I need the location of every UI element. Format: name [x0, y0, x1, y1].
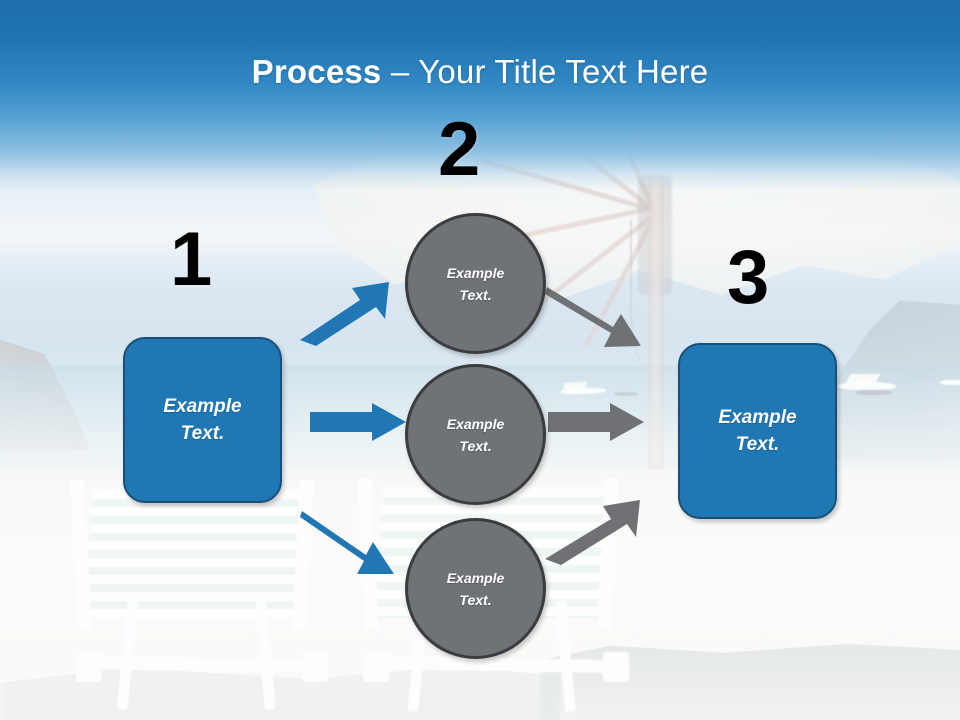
end-process-box[interactable]: Example Text.: [678, 343, 837, 519]
circle-1-line-1: Example: [446, 264, 505, 281]
start-process-box[interactable]: Example Text.: [123, 337, 282, 503]
page-title-rest: – Your Title Text Here: [381, 53, 709, 90]
arrow-start-to-circle-3: [300, 511, 394, 574]
page-title: Process – Your Title Text Here: [0, 52, 960, 92]
chair-backrest: [81, 488, 310, 620]
middle-circle-2-label: Example Text.: [447, 413, 505, 457]
middle-circle-1[interactable]: Example Text.: [405, 213, 546, 354]
start-box-line-1: Example: [163, 396, 242, 417]
chair-rail: [366, 655, 618, 674]
arrow-circle-1-to-end: [545, 287, 641, 347]
arrow-circle-3-to-end: [545, 500, 640, 565]
middle-circle-3-label: Example Text.: [447, 567, 505, 611]
page-title-bold: Process: [251, 53, 382, 90]
step-number-2: 2: [438, 107, 481, 192]
end-box-line-2: Text.: [735, 434, 780, 455]
title-gradient-band: [0, 0, 960, 190]
arrow-start-to-circle-2: [310, 403, 406, 441]
end-box-line-1: Example: [718, 407, 797, 428]
step-number-1: 1: [170, 217, 213, 302]
start-box-line-2: Text.: [180, 423, 225, 444]
middle-circle-1-label: Example Text.: [447, 262, 505, 306]
middle-circle-3[interactable]: Example Text.: [405, 518, 546, 659]
circle-2-line-1: Example: [446, 415, 505, 432]
end-process-box-label: Example Text.: [718, 404, 796, 458]
middle-circle-2[interactable]: Example Text.: [405, 364, 546, 505]
circle-2-line-2: Text.: [459, 437, 492, 454]
circle-3-line-1: Example: [446, 569, 505, 586]
start-process-box-label: Example Text.: [163, 393, 241, 447]
chair-foot: [363, 652, 389, 682]
chair-rail: [79, 655, 321, 674]
circle-1-line-2: Text.: [459, 286, 492, 303]
chair-foot: [76, 652, 102, 682]
beach-chair-left: [70, 479, 330, 711]
arrow-start-to-circle-1: [300, 282, 389, 346]
arrow-circle-2-to-end: [548, 403, 644, 441]
step-number-3: 3: [727, 235, 770, 320]
circle-3-line-2: Text.: [459, 591, 492, 608]
chair-foot: [603, 652, 629, 682]
chair-foot: [302, 652, 328, 682]
